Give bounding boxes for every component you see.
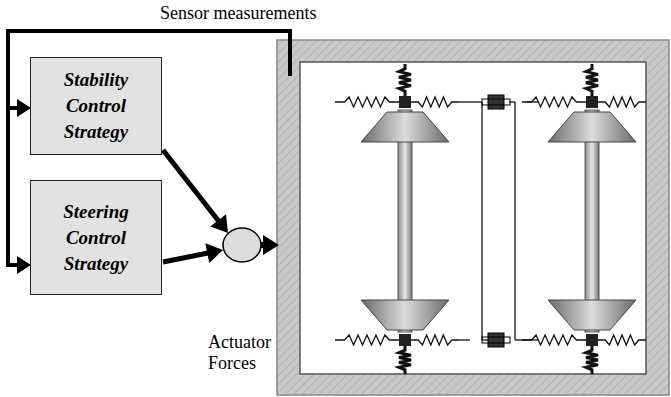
- bogie-mechanism: [335, 64, 646, 374]
- arrowhead: [17, 256, 31, 274]
- vehicle-frame: [277, 40, 669, 395]
- bogie-frame: [459, 101, 482, 102]
- spring: [335, 335, 399, 345]
- spring: [522, 97, 586, 107]
- spring: [335, 97, 399, 107]
- box-title: Steering Control Strategy: [46, 199, 146, 277]
- strategy-box: Stability Control Strategy: [30, 57, 162, 155]
- wheel: [548, 112, 636, 142]
- spring: [399, 64, 411, 96]
- spring: [399, 346, 411, 374]
- spring: [411, 97, 459, 107]
- spring: [411, 335, 459, 345]
- spring: [586, 346, 598, 374]
- actuator: [488, 333, 504, 347]
- actuator: [488, 95, 504, 109]
- wheel: [361, 112, 449, 142]
- axle: [398, 110, 412, 332]
- spring: [598, 97, 646, 107]
- actuator-rod: [482, 99, 510, 105]
- bogie-frame: [482, 339, 488, 340]
- strategy-box: Steering Control Strategy: [30, 180, 162, 295]
- bogie-frame: [459, 339, 470, 340]
- signal-label: Actuator Forces: [208, 332, 280, 374]
- spring: [586, 64, 598, 96]
- arrowhead: [17, 99, 31, 117]
- actuator-rod: [482, 337, 510, 343]
- axle-box: [399, 334, 411, 346]
- bogie-frame: [514, 102, 515, 340]
- box-title: Stability Control Strategy: [46, 67, 146, 145]
- arrowhead: [210, 214, 228, 233]
- arrowhead: [205, 243, 223, 263]
- arrowhead: [263, 235, 279, 255]
- axle-box: [399, 96, 411, 108]
- summing-junction: [223, 228, 261, 262]
- axle-box: [586, 334, 598, 346]
- force-arrow: [163, 150, 219, 222]
- spring: [598, 335, 646, 345]
- bogie-frame: [515, 339, 538, 340]
- bogie-frame: [481, 102, 482, 340]
- force-arrow: [163, 253, 209, 262]
- bogie-frame: [527, 101, 538, 102]
- axle: [585, 110, 599, 332]
- signal-label: Sensor measurements: [160, 3, 316, 24]
- wheel: [361, 300, 449, 330]
- axle-box: [586, 96, 598, 108]
- wheel: [548, 300, 636, 330]
